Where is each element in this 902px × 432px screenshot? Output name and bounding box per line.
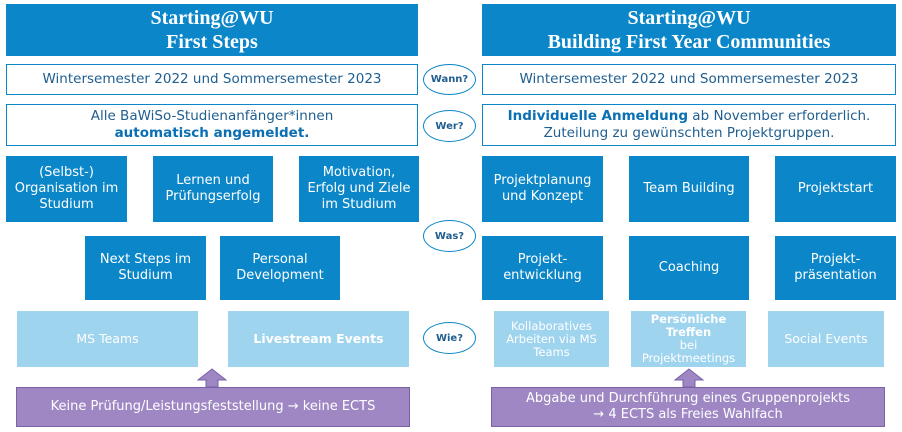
- right-was-box-3: Projektstart: [775, 156, 896, 222]
- left-wann-text: Wintersemester 2022 und Sommersemester 2…: [42, 71, 382, 87]
- right-footer-line2: → 4 ECTS als Freies Wahlfach: [593, 407, 783, 422]
- right-header-line2: Building First Year Communities: [547, 31, 831, 53]
- left-up-arrow-icon: [197, 368, 227, 388]
- right-was-box-5: Coaching: [629, 236, 749, 300]
- right-wie-box-2-bold: Persönliche Treffen: [650, 312, 727, 339]
- wer-label-text: Wer?: [435, 120, 464, 132]
- was-label-text: Was?: [434, 230, 465, 242]
- wann-label: Wann?: [423, 64, 476, 95]
- right-header-line1: Starting@WU: [627, 7, 751, 29]
- left-was-box-3: Motivation, Erfolg und Ziele im Studium: [299, 156, 419, 222]
- wann-label-text: Wann?: [430, 74, 469, 85]
- left-was-box-4: Next Steps im Studium: [85, 236, 206, 300]
- right-was-box-1: Projektplanung und Konzept: [482, 156, 603, 222]
- right-wie-box-3: Social Events: [768, 311, 884, 367]
- left-wer-box: Alle BaWiSo-Studienanfänger*innen automa…: [6, 104, 418, 146]
- right-wie-box-2-rest: bei Projektmeetings: [641, 338, 736, 365]
- right-wer-bold: Individuelle Anmeldung: [507, 108, 689, 124]
- right-was-box-6: Projekt-präsentation: [775, 236, 896, 300]
- left-wie-box-1: MS Teams: [17, 311, 198, 367]
- right-was-box-4: Projekt-entwicklung: [482, 236, 603, 300]
- right-wer-line2: Zuteilung zu gewünschten Projektgruppen.: [543, 125, 835, 141]
- left-wann-box: Wintersemester 2022 und Sommersemester 2…: [6, 64, 418, 95]
- right-wann-text: Wintersemester 2022 und Sommersemester 2…: [519, 71, 859, 87]
- wie-label: Wie?: [423, 322, 476, 354]
- right-wer-line1: Individuelle Anmeldung ab November erfor…: [508, 108, 871, 125]
- right-footer-line1: Abgabe und Durchführung eines Gruppenpro…: [526, 391, 850, 406]
- right-up-arrow-icon: [674, 368, 704, 388]
- left-wie-box-2: Livestream Events: [228, 311, 409, 367]
- wie-label-text: Wie?: [435, 332, 464, 344]
- right-wie-box-1: Kollaboratives Arbeiten via MS Teams: [494, 311, 609, 367]
- right-header: Starting@WU Building First Year Communit…: [482, 4, 896, 56]
- left-header: Starting@WU First Steps: [6, 4, 418, 56]
- wer-label: Wer?: [423, 110, 476, 142]
- left-wer-line2: automatisch angemeldet.: [114, 125, 310, 141]
- right-wie-box-2: Persönliche Treffen bei Projektmeetings: [631, 311, 746, 367]
- left-header-line1: Starting@WU: [150, 7, 274, 29]
- left-wer-line1: Alle BaWiSo-Studienanfänger*innen: [90, 108, 334, 124]
- left-footer: Keine Prüfung/Leistungsfeststellung → ke…: [16, 387, 410, 427]
- right-wer-box: Individuelle Anmeldung ab November erfor…: [482, 104, 896, 146]
- right-footer: Abgabe und Durchführung eines Gruppenpro…: [491, 387, 885, 427]
- left-was-box-5: Personal Development: [220, 236, 340, 300]
- left-was-box-1: (Selbst-) Organisation im Studium: [6, 156, 127, 222]
- was-label: Was?: [423, 220, 476, 252]
- right-was-box-2: Team Building: [629, 156, 749, 222]
- left-was-box-2: Lernen und Prüfungserfolg: [153, 156, 273, 222]
- right-wer-rest: ab November erforderlich.: [688, 108, 871, 124]
- right-wann-box: Wintersemester 2022 und Sommersemester 2…: [482, 64, 896, 95]
- left-header-line2: First Steps: [166, 31, 258, 53]
